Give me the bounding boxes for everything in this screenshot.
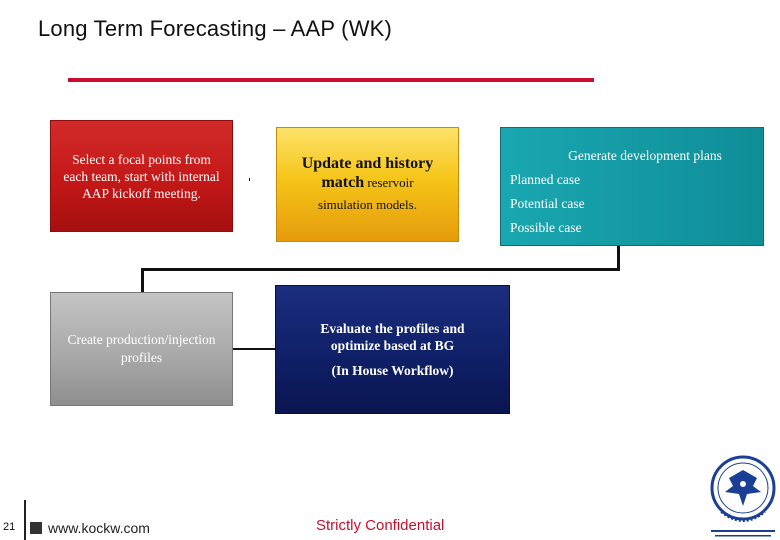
page-title: Long Term Forecasting – AAP (WK) <box>38 16 393 41</box>
website-link[interactable]: www.kockw.com <box>48 520 150 536</box>
plan-item-possible: Possible case <box>510 220 582 235</box>
update-history-match-box: Update and history match reservoir simul… <box>276 127 459 242</box>
connector-focal-to-update <box>249 178 250 181</box>
focal-points-text: Select a focal points from each team, st… <box>63 151 220 201</box>
update-line-3: simulation models. <box>318 196 417 212</box>
update-line-1: Update and history <box>301 154 434 172</box>
update-match-word: match <box>321 173 365 191</box>
footer-square-icon <box>30 522 42 534</box>
create-profiles-text: Create production/injection profiles <box>67 332 216 365</box>
evaluate-profiles-box: Evaluate the profiles and optimize based… <box>275 285 510 414</box>
kuwait-oil-company-logo-icon <box>710 455 776 537</box>
focal-points-box: Select a focal points from each team, st… <box>50 120 233 232</box>
confidential-label: Strictly Confidential <box>316 517 445 534</box>
plan-item-potential: Potential case <box>510 196 585 211</box>
title-underline <box>68 78 594 82</box>
development-plans-box: Generate development plans Planned case … <box>500 127 764 246</box>
connector-generate-down <box>617 246 620 270</box>
evaluate-line-2: optimize based at BG <box>330 338 455 353</box>
page-number: 21 <box>3 521 16 533</box>
connector-create-to-evaluate <box>233 348 275 350</box>
connector-loop-horizontal <box>141 268 620 271</box>
footer-divider <box>24 500 26 540</box>
update-reservoir-word: reservoir <box>364 174 414 190</box>
evaluate-line-3: (In House Workflow) <box>331 363 454 378</box>
update-line-2: match reservoir <box>321 173 413 192</box>
create-profiles-box: Create production/injection profiles <box>50 292 233 406</box>
plan-item-planned: Planned case <box>510 172 581 187</box>
evaluate-line-1: Evaluate the profiles and <box>320 321 465 336</box>
development-plans-heading: Generate development plans <box>568 148 722 163</box>
connector-loop-to-create <box>141 268 144 292</box>
